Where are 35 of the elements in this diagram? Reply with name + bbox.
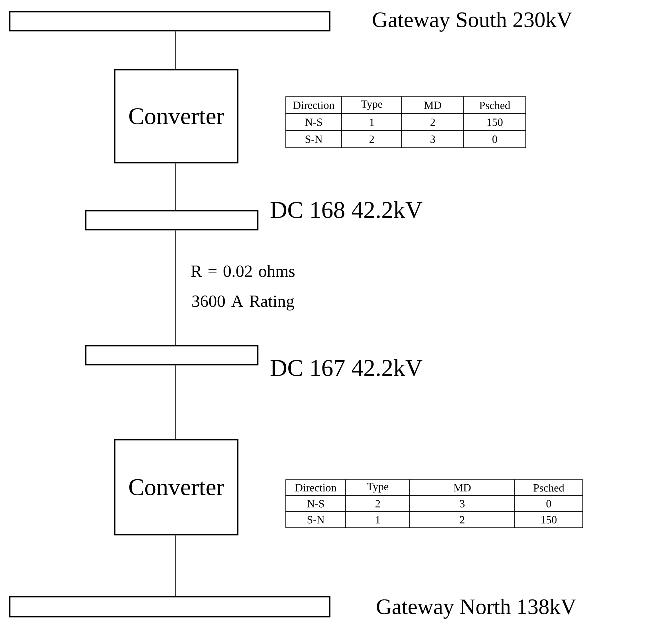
table-cell: N-S <box>286 114 342 132</box>
converter-box: Converter <box>114 439 239 536</box>
table-cell: 150 <box>464 114 526 132</box>
table-cell: Direction <box>286 96 342 114</box>
bus-label: DC 168 42.2kV <box>270 201 423 218</box>
table-cell: S-N <box>286 512 346 528</box>
table-cell: Psched <box>514 480 584 496</box>
bus-bar <box>85 210 259 231</box>
table-cell: Type <box>346 480 410 496</box>
table-cell: Psched <box>464 96 526 114</box>
table-cell: 2 <box>346 496 410 512</box>
bus-bar <box>85 345 259 366</box>
table-cell: MD <box>410 480 516 496</box>
table-cell: 2 <box>402 114 464 132</box>
bus-label: Gateway North 138kV <box>377 599 576 619</box>
bus-bar <box>9 596 331 618</box>
table-cell: MD <box>402 96 464 114</box>
edge-label: R = 0.02 ohms 3600 A Rating <box>191 265 295 311</box>
bus-bar <box>9 11 331 32</box>
table-cell: Direction <box>286 480 346 496</box>
table-cell: S-N <box>286 130 342 148</box>
bus-label: Gateway South 230kV <box>373 12 572 32</box>
table-cell: 1 <box>346 512 410 528</box>
bus-label: DC 167 42.2kV <box>270 359 423 376</box>
table-cell: 1 <box>342 114 402 132</box>
table-cell: 150 <box>514 512 584 528</box>
table-cell: N-S <box>286 496 346 512</box>
table-cell: Type <box>342 96 402 114</box>
table-cell: 0 <box>514 496 584 512</box>
table-cell: 3 <box>402 130 464 148</box>
converter-box: Converter <box>114 69 239 164</box>
table-cell: 0 <box>464 130 526 148</box>
table-cell: 2 <box>342 130 402 148</box>
table-cell: 2 <box>410 512 516 528</box>
table-cell: 3 <box>410 496 516 512</box>
